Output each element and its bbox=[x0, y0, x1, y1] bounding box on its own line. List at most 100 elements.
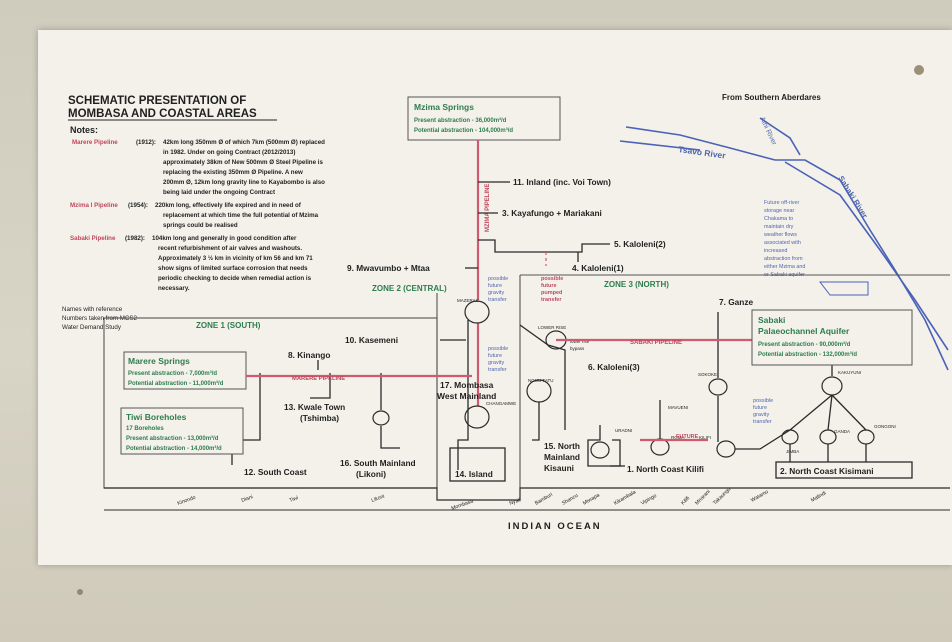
transfer-note-line: future bbox=[753, 405, 767, 411]
tiwi-title: Tiwi Boreholes bbox=[126, 412, 187, 422]
note-sabaki-line: show signs of limited surface corrosion … bbox=[158, 265, 308, 272]
demand-north-1: 15. North bbox=[544, 441, 580, 451]
coast-place: Nyali bbox=[509, 497, 522, 507]
coast-place: Diani bbox=[241, 494, 254, 504]
transfer-note-line: future bbox=[488, 353, 502, 359]
coast-place: Kinondo bbox=[177, 495, 197, 507]
coast-place: Mtwapa bbox=[582, 492, 601, 506]
coastline-upper bbox=[104, 487, 950, 501]
marere-pipeline-label: MARERE PIPELINE bbox=[292, 376, 345, 382]
transfer-note-line: possible bbox=[488, 276, 508, 282]
demand-kaloleni2: 5. Kaloleni(2) bbox=[614, 239, 666, 249]
coast-place: Watamu bbox=[750, 489, 770, 504]
pumped-note-line: possible bbox=[541, 276, 563, 282]
coastline: Kinondo Diani Tiwi Likoni Mombasa Nyali … bbox=[104, 486, 950, 532]
note-marere-line: replacing the existing 350mm Ø Pipeline.… bbox=[163, 169, 303, 176]
demand-kinango: 8. Kinango bbox=[288, 350, 330, 360]
transfer-note-line: possible bbox=[488, 346, 508, 352]
demand-island: 14. Island bbox=[455, 469, 493, 479]
line-kisauni bbox=[519, 324, 566, 430]
zone3-label: ZONE 3 (NORTH) bbox=[604, 280, 669, 289]
note-sabaki-line: 104km long and generally in good conditi… bbox=[152, 235, 297, 242]
reference-note-line: Names with reference bbox=[62, 306, 123, 313]
notes-block: Marere Pipeline (1912): 42km long 350mm … bbox=[62, 139, 325, 331]
jimba-tank bbox=[781, 429, 799, 445]
tiwi-box-frame bbox=[120, 407, 244, 455]
uradni-tank bbox=[590, 441, 610, 459]
coast-place: Bamburi bbox=[534, 492, 554, 507]
note-sabaki-line: Approximately 3 ½ km in vicinity of km 5… bbox=[158, 255, 313, 262]
transfer-note-line: gravity bbox=[488, 290, 504, 296]
demand-labels: 17. Mombasa West Mainland 15. North Main… bbox=[437, 380, 913, 479]
reference-note-line: Water Demand Study bbox=[62, 324, 122, 331]
sabaki-box-frame bbox=[751, 309, 913, 366]
note-sabaki-line: necessary. bbox=[158, 285, 190, 292]
transfer-note-line: possible bbox=[753, 398, 773, 404]
wall-mark bbox=[77, 589, 83, 595]
tsavo-river-label: Tsavo River bbox=[678, 144, 727, 161]
notes-heading: Notes: bbox=[70, 125, 98, 135]
title-line-2: MOMBASA AND COASTAL AREAS bbox=[68, 108, 257, 120]
mzima-branches: 11. Inland (inc. Voi Town) 3. Kayafungo … bbox=[347, 177, 666, 273]
demand-south-mainland-2: (Likoni) bbox=[356, 469, 386, 479]
line-kwale-town bbox=[310, 373, 331, 399]
note-sabaki-label: Sabaki Pipeline bbox=[70, 235, 116, 242]
note-sabaki-year: (1982): bbox=[125, 235, 145, 242]
coast-place: Kilifi bbox=[680, 495, 691, 506]
mzima-springs-box: Mzima Springs Present abstraction - 36,0… bbox=[407, 96, 561, 141]
coast-place: Takaungu bbox=[712, 486, 732, 506]
note-marere-line: 200mm Ø, 12km long gravity line to Kayab… bbox=[163, 179, 325, 186]
demand-kasemeni: 10. Kasemeni bbox=[345, 335, 398, 345]
zone1-label: ZONE 1 (SOUTH) bbox=[196, 321, 261, 330]
kakuyuni-label: KAKUYUNI bbox=[838, 370, 861, 375]
marere-title: Marere Springs bbox=[128, 356, 190, 366]
line-south-mainland bbox=[380, 426, 400, 449]
title-line-1: SCHEMATIC PRESENTATION OF bbox=[68, 95, 246, 107]
demand-kaloleni1: 4. Kaloleni(1) bbox=[572, 263, 624, 273]
kisimani-box bbox=[775, 461, 913, 479]
south-sources: Marere Springs Present abstraction - 7,0… bbox=[120, 350, 472, 479]
roma-tank bbox=[650, 438, 670, 456]
tsavo-river-line-2 bbox=[619, 140, 701, 151]
sabaki-river-line bbox=[775, 159, 949, 371]
branch-kaloleni bbox=[478, 239, 610, 253]
coast-place: Tiwi bbox=[289, 495, 300, 504]
line-uradni bbox=[587, 425, 621, 467]
marere-potential: Potential abstraction - 11,000m³/d bbox=[128, 380, 224, 387]
coast-place: Shanzu bbox=[561, 493, 579, 507]
demand-mombasa-1: 17. Mombasa bbox=[440, 380, 494, 390]
note-marere-line: 42km long 350mm Ø of which 7km (500mm Ø)… bbox=[163, 139, 325, 146]
sokoke-tank bbox=[708, 378, 728, 396]
indian-ocean-label: INDIAN OCEAN bbox=[508, 521, 602, 532]
line-kisimani-drops bbox=[789, 444, 867, 462]
nguu-tatu-tank bbox=[526, 379, 552, 403]
mzima-present: Present abstraction - 36,000m³/d bbox=[414, 117, 507, 124]
sabaki-present: Present abstraction - 90,000m³/d bbox=[758, 341, 851, 348]
note-mzima-line: springs could be realised bbox=[163, 222, 238, 229]
tiwi-count: 17 Boreholes bbox=[126, 426, 164, 432]
demand-kwale-2: (Tshimba) bbox=[300, 413, 339, 423]
demand-south-mainland-1: 16. South Mainland bbox=[340, 458, 416, 468]
mazeras-label: MAZERAS bbox=[457, 298, 479, 303]
line-island bbox=[457, 320, 469, 470]
coast-place: Likoni bbox=[371, 494, 386, 504]
line-north-mainland bbox=[532, 402, 540, 441]
island-box bbox=[449, 447, 506, 482]
storage-arrow bbox=[818, 281, 869, 296]
coast-place: Mnarani bbox=[694, 489, 712, 507]
mzima-potential: Potential abstraction - 104,000m³/d bbox=[414, 127, 513, 134]
roma-label: ROMA bbox=[671, 435, 685, 440]
pumped-note-line: future bbox=[541, 283, 557, 289]
jimba-label: JIMBA bbox=[786, 449, 799, 454]
tiwi-potential: Potential abstraction - 14,000m³/d bbox=[126, 445, 222, 452]
kwale-tank bbox=[372, 410, 390, 426]
future-transfer-notes: possible future gravity transfer possibl… bbox=[488, 252, 773, 425]
sabaki-title-2: Palaeochannel Aquifer bbox=[758, 326, 850, 336]
demand-inland: 11. Inland (inc. Voi Town) bbox=[513, 177, 611, 187]
note-sabaki-line: periodic checking to decide when remedia… bbox=[158, 275, 312, 282]
bypass-label: bypass bbox=[570, 346, 585, 351]
marere-present: Present abstraction - 7,000m³/d bbox=[128, 370, 217, 377]
kilifi-tank bbox=[716, 440, 736, 458]
demand-north-3: Kisauni bbox=[544, 463, 574, 473]
